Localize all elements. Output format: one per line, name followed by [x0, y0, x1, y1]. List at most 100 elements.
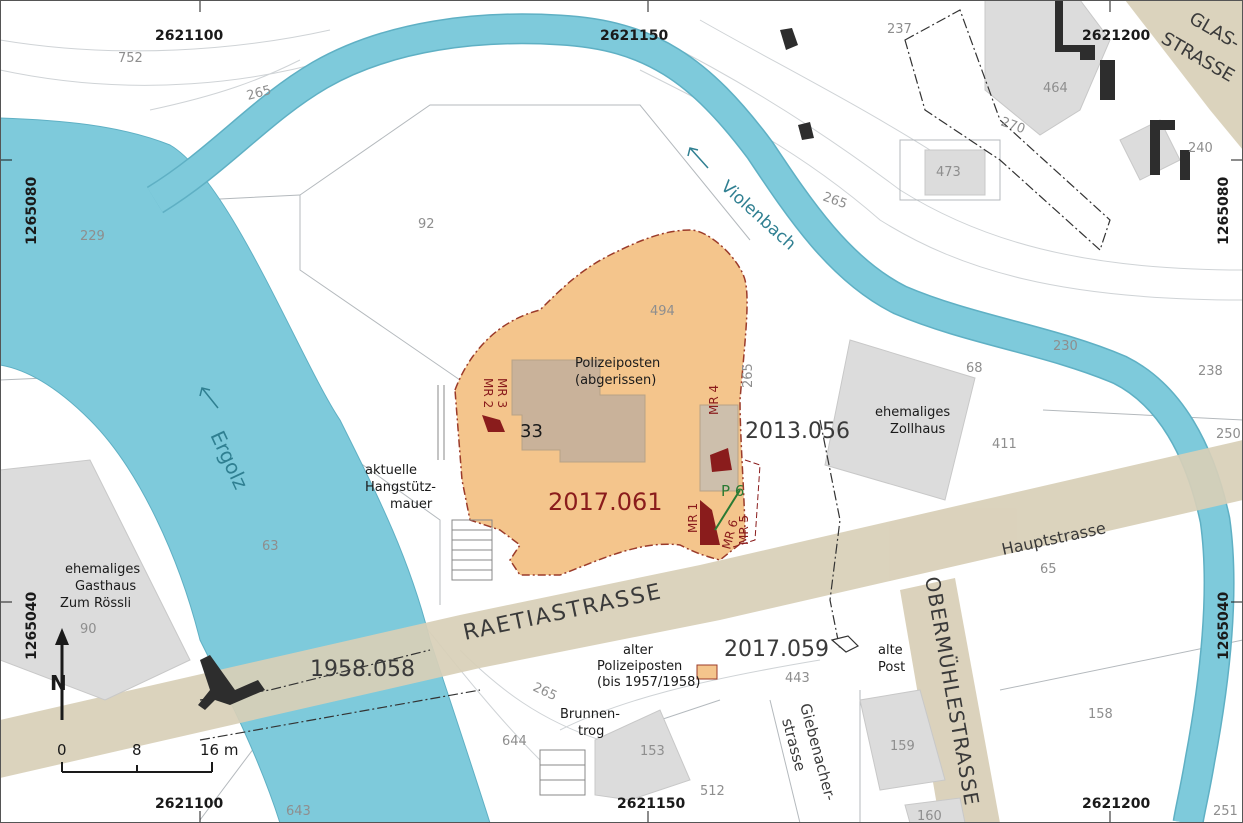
- street-obermuehlestrasse: [900, 578, 1000, 823]
- parcel-644: 644: [502, 734, 527, 749]
- parcel-158: 158: [1088, 707, 1113, 722]
- label-alte-post-2: Post: [878, 660, 905, 675]
- coord-bottom-2: 2621150: [617, 796, 685, 812]
- building-153: [594, 709, 691, 801]
- coord-bottom-3: 2621200: [1082, 796, 1150, 812]
- label-hangmauer-2: Hangstütz-: [365, 480, 436, 495]
- label-gasthaus-1: ehemaliges: [65, 562, 140, 577]
- building-160: [904, 797, 966, 823]
- wall-mr1-shape: [700, 500, 720, 545]
- label-hangmauer-1: aktuelle: [365, 463, 417, 478]
- label-polizeiposten-1: Polizeiposten: [575, 356, 660, 371]
- parcel-265-d: 265: [530, 680, 559, 704]
- street-raetiastrasse: [0, 440, 1243, 778]
- walls: [482, 415, 732, 545]
- parcel-240: 240: [1188, 141, 1213, 156]
- coord-right-2: 1265040: [1216, 592, 1232, 660]
- building-473: [924, 149, 986, 196]
- building-zollhaus: [824, 339, 976, 501]
- excavation-2017-059: [830, 635, 860, 653]
- scale-labels: 0 8 16 m N: [50, 671, 238, 759]
- feature-labels: MR 3 MR 2 MR 4 MR 1 MR 5 MR 6 P 6: [481, 378, 751, 551]
- parcel-643: 643: [286, 804, 311, 819]
- parcel-63: 63: [262, 539, 279, 554]
- parcel-153: 153: [640, 744, 665, 759]
- label-alte-post-1: alte: [878, 643, 903, 658]
- excavation-labels: 2017.061 2013.056 2017.059 1958.058: [310, 419, 850, 682]
- scale-label-0: 0: [57, 741, 67, 759]
- building-alter-polizeiposten: [696, 664, 718, 680]
- parcel-411: 411: [992, 437, 1017, 452]
- north-arrow: [55, 628, 69, 720]
- label-brunnentrog-2: trog: [578, 724, 604, 739]
- parcel-68: 68: [966, 361, 983, 376]
- profile-p6: [714, 489, 741, 531]
- label-mr4: MR 4: [707, 385, 721, 415]
- label-zollhaus-1: ehemaliges: [875, 405, 950, 420]
- label-2013-056: 2013.056: [745, 419, 850, 444]
- coord-top-2: 2621150: [600, 28, 668, 44]
- parcel-159: 159: [890, 739, 915, 754]
- label-alter-posten-1: alter: [623, 643, 654, 658]
- label-2017-061: 2017.061: [548, 488, 663, 516]
- parcel-237: 237: [887, 22, 912, 37]
- parcel-65: 65: [1040, 562, 1057, 577]
- label-1958-058: 1958.058: [310, 657, 415, 682]
- black-walls: [198, 0, 1190, 710]
- coord-left-2: 1265040: [24, 592, 40, 660]
- scale-label-16: 16 m: [200, 741, 238, 759]
- parcel-512: 512: [700, 784, 725, 799]
- building-159: [859, 689, 946, 791]
- parcel-230: 230: [1053, 339, 1078, 354]
- parcel-473: 473: [936, 165, 961, 180]
- buildings: [0, 0, 1181, 823]
- parcel-265-b: 265: [821, 190, 849, 213]
- building-464: [984, 0, 1111, 136]
- label-mr5: MR 5: [737, 515, 751, 545]
- wall-mr3-shape: [482, 415, 505, 432]
- label-p6: P 6: [721, 482, 744, 500]
- coord-bottom-1: 2621100: [155, 796, 223, 812]
- excavation-2013-056: [729, 459, 761, 549]
- coord-left-1: 1265080: [24, 177, 40, 245]
- flow-arrows: [199, 147, 709, 409]
- label-mr3: MR 3: [495, 378, 509, 408]
- label-polizeiposten-2: (abgerissen): [575, 373, 656, 388]
- stairs: [437, 385, 586, 796]
- label-hangmauer-3: mauer: [390, 497, 433, 512]
- label-mr2: MR 2: [481, 378, 495, 408]
- parcel-229: 229: [80, 229, 105, 244]
- label-alter-posten-3: (bis 1957/1958): [597, 675, 700, 690]
- coordinate-labels: 2621100 2621150 2621200 2621100 2621150 …: [24, 28, 1232, 812]
- scale-bar: [61, 762, 213, 773]
- parcel-90: 90: [80, 622, 97, 637]
- label-polizeiposten-nr: 33: [520, 421, 543, 442]
- parcel-265-a: 265: [245, 83, 273, 104]
- label-2017-059: 2017.059: [724, 637, 829, 662]
- parcel-251: 251: [1213, 804, 1238, 819]
- parcel-238: 238: [1198, 364, 1223, 379]
- violenbach-stream-fill: [147, 14, 1233, 823]
- building-labels: Polizeiposten (abgerissen) 33 ehemaliges…: [60, 356, 950, 739]
- label-alter-posten-2: Polizeiposten: [597, 659, 682, 674]
- building-gasthaus: [0, 459, 191, 701]
- wall-1958: [198, 655, 265, 710]
- label-mr1: MR 1: [686, 503, 700, 533]
- parcel-265-c: 265: [741, 363, 756, 388]
- parcel-494: 494: [650, 304, 675, 319]
- label-gasthaus-2: Gasthaus: [75, 579, 136, 594]
- parcel-443: 443: [785, 671, 810, 686]
- building-polizeiposten: [511, 359, 646, 463]
- coord-top-3: 2621200: [1082, 28, 1150, 44]
- wall-mr4-shape: [710, 448, 732, 472]
- parcel-464: 464: [1043, 81, 1068, 96]
- label-zollhaus-2: Zollhaus: [890, 422, 946, 437]
- label-brunnentrog-1: Brunnen-: [560, 707, 620, 722]
- trench-mr4: [699, 404, 739, 492]
- coord-top-1: 2621100: [155, 28, 223, 44]
- parcel-250: 250: [1216, 427, 1241, 442]
